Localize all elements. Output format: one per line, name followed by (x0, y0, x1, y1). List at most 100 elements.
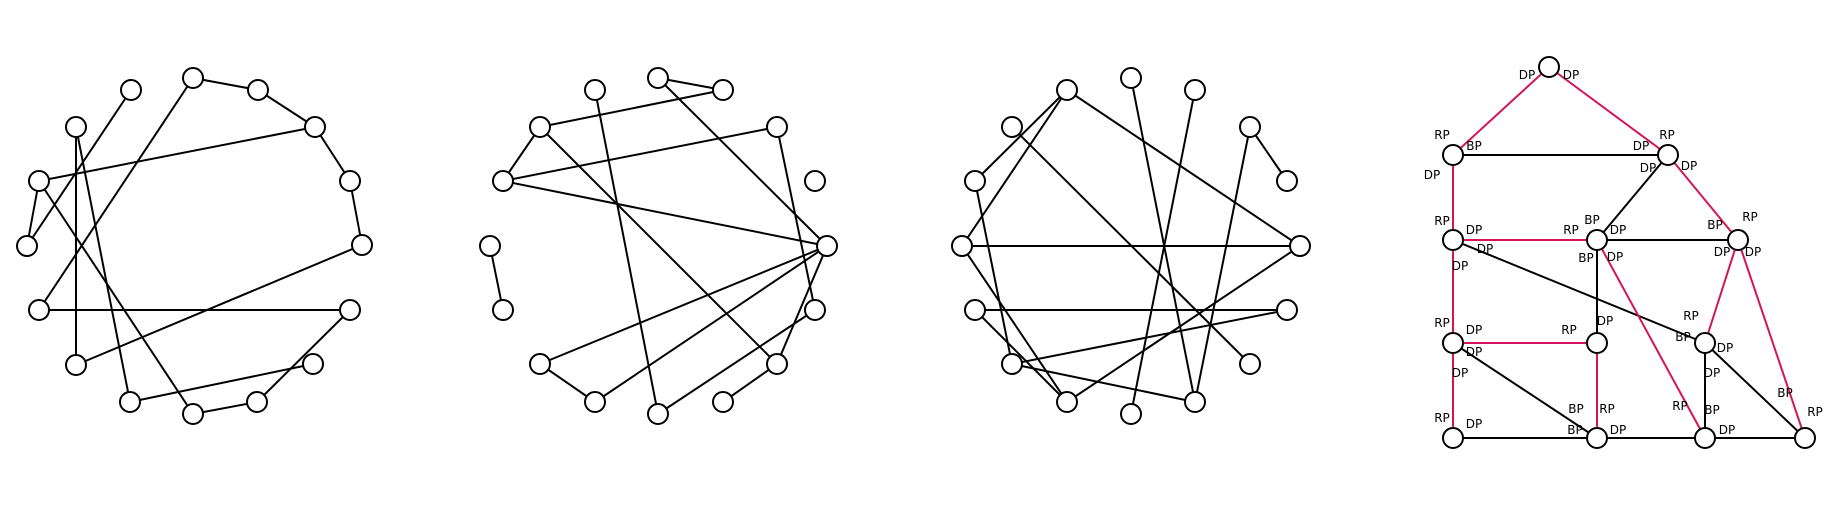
graph-node (304, 116, 326, 138)
tree-node-d2 (1586, 427, 1608, 449)
port-role-label: RP (1672, 399, 1688, 413)
graph-node (1184, 79, 1206, 101)
graph-node (964, 299, 986, 321)
graph-node (492, 170, 514, 192)
port-role-label: DP (1477, 242, 1493, 256)
port-role-label: BP (1466, 139, 1481, 153)
graph-node (1120, 403, 1142, 425)
port-role-label: DP (1466, 417, 1482, 431)
graph-node (1001, 353, 1023, 375)
port-role-label: DP (1519, 68, 1535, 82)
graph-node (766, 353, 788, 375)
graph-edge (192, 77, 259, 91)
port-role-label: BP (1704, 403, 1719, 417)
tree-edge-highlighted (1667, 154, 1739, 241)
port-role-label: DP (1704, 366, 1720, 380)
graph-edge (1066, 89, 1301, 247)
graph-edge (38, 126, 316, 182)
graph-node (246, 391, 268, 413)
tree-node-c1 (1442, 332, 1464, 354)
graph-node (182, 403, 204, 425)
port-role-label: DP (1610, 423, 1626, 437)
graph-edge (1130, 77, 1196, 403)
tree-node-d3 (1694, 427, 1716, 449)
graph-edge (974, 309, 1068, 403)
tree-edge-highlighted (1704, 239, 1739, 344)
port-role-label: DP (1424, 168, 1440, 182)
graph-node (766, 116, 788, 138)
port-role-label: BP (1707, 218, 1722, 232)
graph-node (1001, 116, 1023, 138)
tree-node-c2 (1586, 332, 1608, 354)
port-role-label: RP (1742, 210, 1758, 224)
tree-node-b1 (1442, 229, 1464, 251)
graph-node (339, 299, 361, 321)
graph-node (479, 235, 501, 257)
graph-edge (26, 89, 132, 247)
port-role-label: DP (1640, 161, 1656, 175)
random-graph-2 (479, 67, 838, 425)
port-role-label: RP (1563, 223, 1579, 237)
tree-node-root (1538, 56, 1560, 78)
port-role-label: DP (1681, 159, 1697, 173)
port-role-label: DP (1717, 341, 1733, 355)
graph-node (804, 170, 826, 192)
graph-node (529, 116, 551, 138)
graph-edge (539, 363, 596, 403)
port-role-label: BP (1777, 386, 1792, 400)
port-role-label: RP (1659, 128, 1675, 142)
graph-edge (657, 77, 724, 91)
port-role-label: RP (1561, 323, 1577, 337)
port-role-label: DP (1563, 68, 1579, 82)
port-role-label: DP (1745, 245, 1761, 259)
graph-node (119, 391, 141, 413)
graph-edge (657, 309, 816, 415)
graph-edge (1011, 309, 1288, 365)
graph-edge (539, 126, 778, 365)
tree-node-d1 (1442, 427, 1464, 449)
port-role-label: RP (1434, 411, 1450, 425)
port-role-label: RP (1434, 316, 1450, 330)
graph-node (302, 353, 324, 375)
graph-node (951, 235, 973, 257)
graph-node (351, 234, 373, 256)
port-role-label: DP (1607, 250, 1623, 264)
graph-node (647, 67, 669, 89)
graph-edge (38, 77, 194, 311)
graph-node (28, 299, 50, 321)
graph-edge (776, 245, 828, 365)
port-role-label: DP (1597, 314, 1613, 328)
tree-edge (1452, 239, 1706, 344)
tree-node-b2 (1586, 229, 1608, 251)
graph-edge (974, 180, 1013, 365)
graph-edge (539, 89, 724, 128)
graph-node (584, 79, 606, 101)
tree-edge (1452, 342, 1598, 439)
graph-edge (75, 244, 363, 366)
graph-node (1056, 391, 1078, 413)
tree-node-b3 (1727, 229, 1749, 251)
port-role-label: DP (1452, 366, 1468, 380)
graph-edge (502, 180, 828, 247)
graph-edge (502, 126, 778, 182)
tree-node-c3 (1694, 332, 1716, 354)
port-role-label: BP (1567, 423, 1582, 437)
graph-node (1289, 235, 1311, 257)
graph-node (1056, 79, 1078, 101)
port-role-label: DP (1633, 139, 1649, 153)
graph-node (647, 403, 669, 425)
graph-node (65, 116, 87, 138)
tree-node-a2 (1657, 144, 1679, 166)
tree-edge (1596, 154, 1669, 241)
graph-edge (1194, 126, 1251, 403)
tree-edge-highlighted (1737, 239, 1806, 439)
graph-edge (26, 180, 40, 247)
port-role-label: RP (1683, 309, 1699, 323)
graph-node (804, 299, 826, 321)
graph-node (120, 79, 142, 101)
tree-edge (1704, 342, 1806, 439)
graph-node (1239, 116, 1261, 138)
graph-node (712, 391, 734, 413)
port-role-label: DP (1466, 223, 1482, 237)
graph-edge (594, 245, 828, 403)
